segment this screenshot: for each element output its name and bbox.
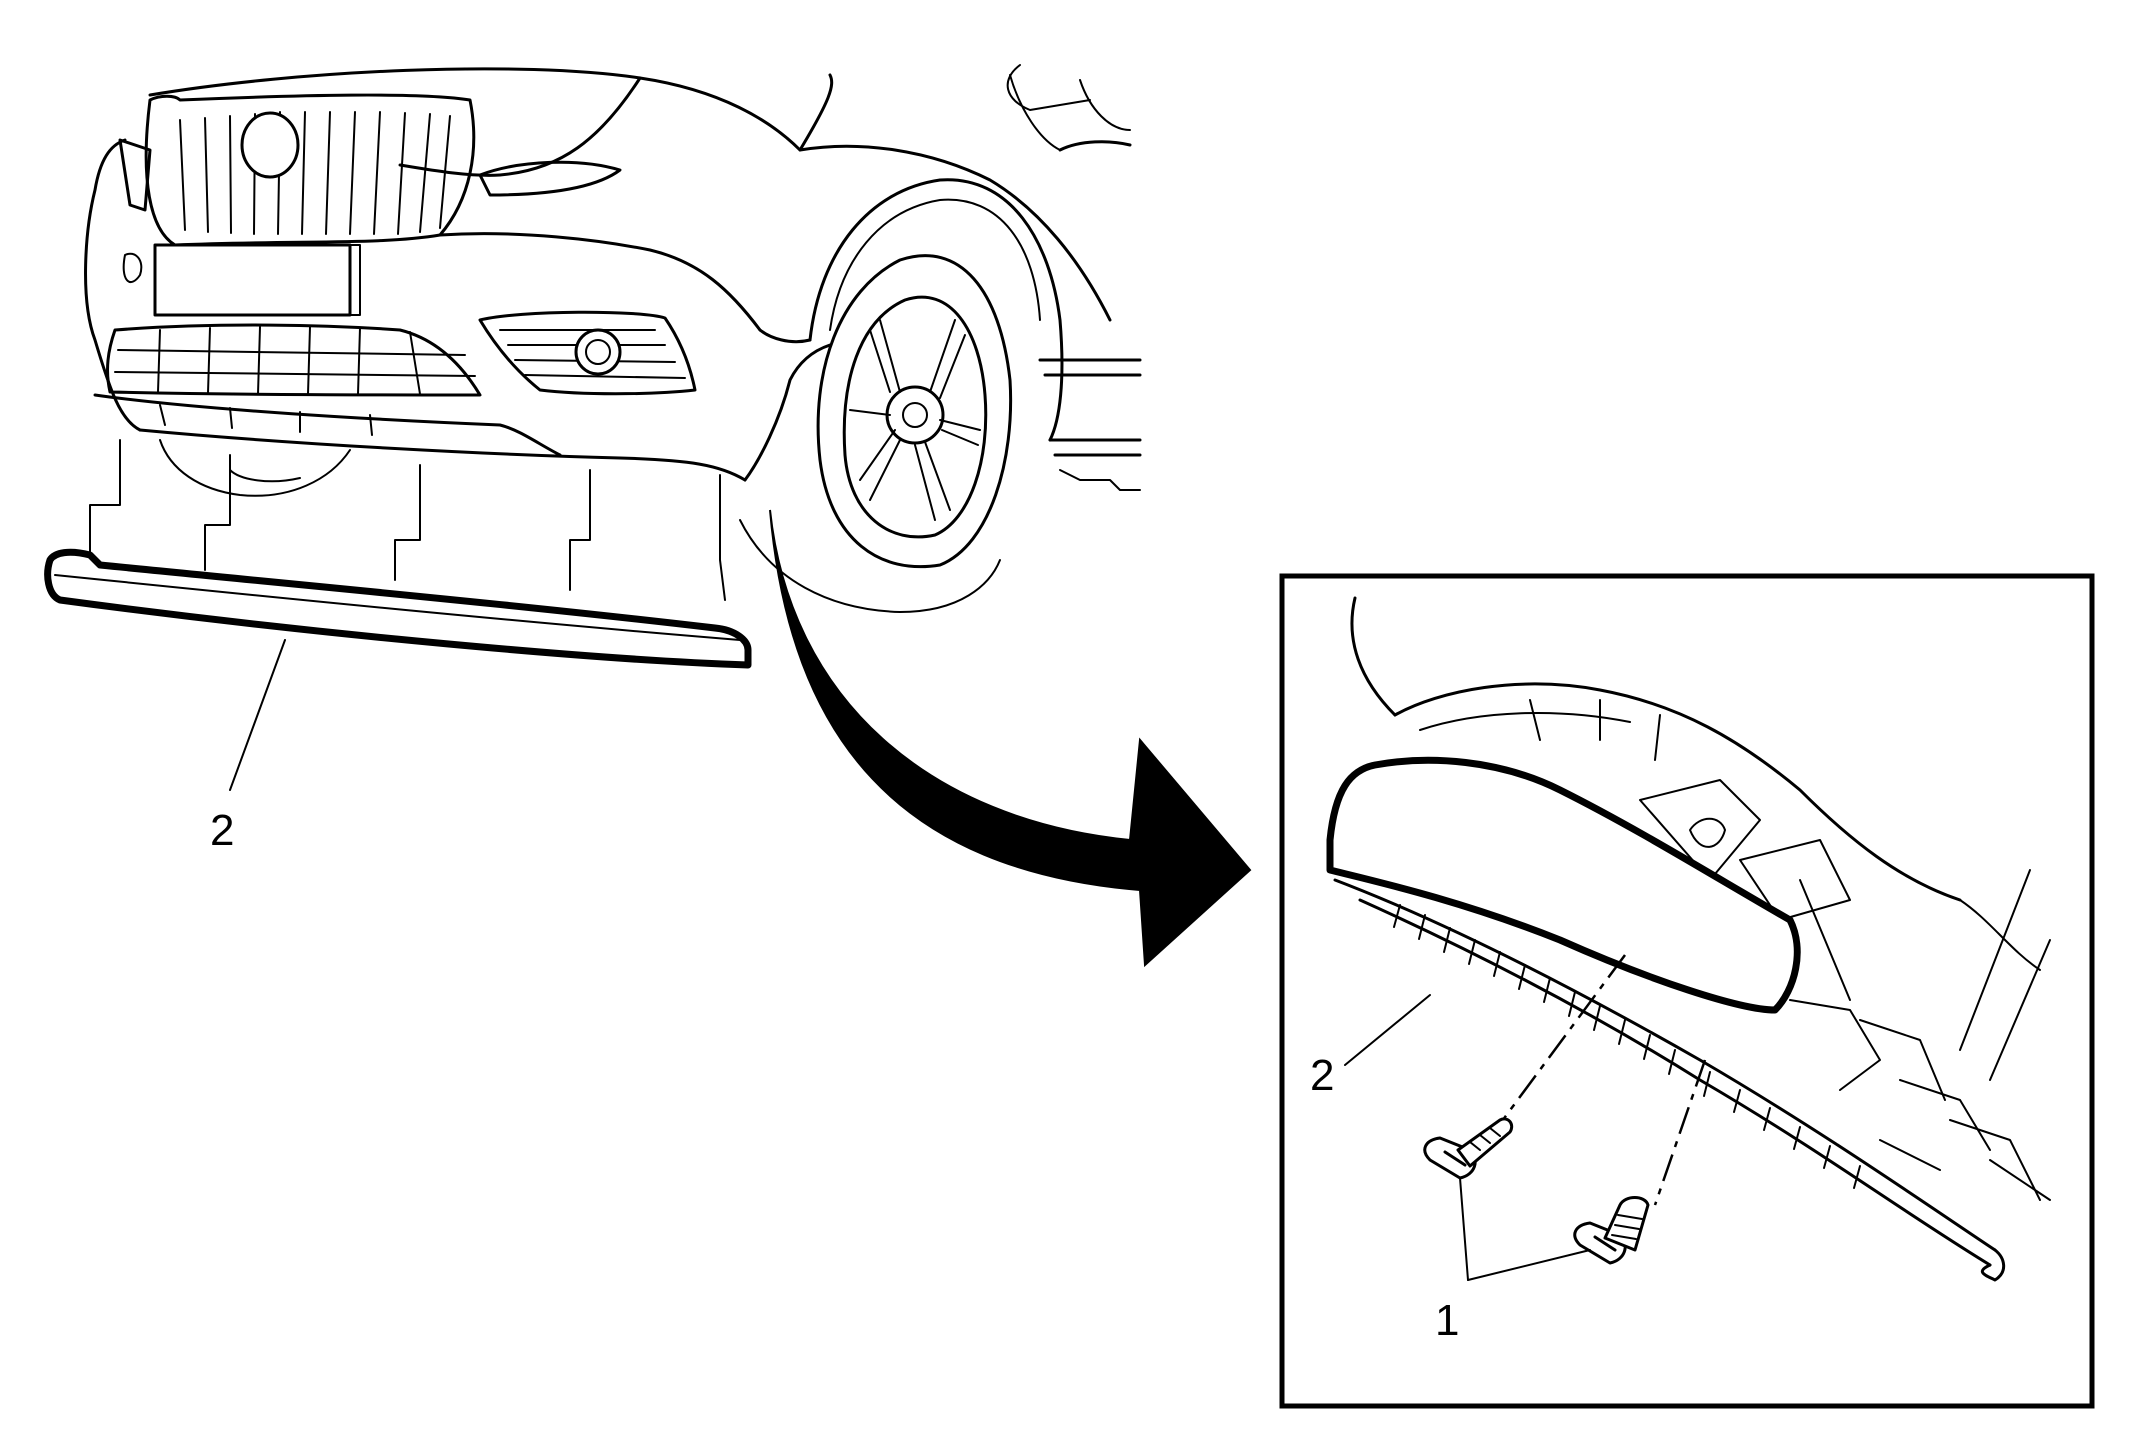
install-line-1	[1486, 954, 1627, 1141]
deflector-ribs	[1393, 904, 1861, 1189]
front-wheel	[816, 254, 1013, 569]
push-pin-fastener-1	[1423, 1117, 1514, 1180]
leader-line-2	[229, 639, 286, 791]
emblem	[240, 111, 300, 179]
callout-1: 1	[1435, 1296, 1459, 1345]
push-pin-fastener-2	[1573, 1196, 1650, 1265]
callout-2-detail: 2	[1310, 1051, 1334, 1100]
detail-arrow	[769, 509, 1252, 968]
leader-line-1a	[1459, 1177, 1469, 1281]
leader-line-1b	[1467, 1249, 1591, 1281]
install-line-2	[1653, 1059, 1707, 1206]
vehicle-front-view: 2	[44, 64, 1142, 855]
underbody-structure	[1789, 999, 2051, 1201]
leader-line-2-detail	[1344, 994, 1431, 1066]
under-panels	[89, 439, 726, 601]
upper-grille	[144, 93, 476, 247]
license-plate	[153, 243, 352, 317]
left-headlamp	[118, 138, 152, 212]
grille-slats	[179, 111, 451, 235]
right-headlamp	[478, 160, 622, 197]
lower-grille	[106, 323, 482, 397]
detail-inset: 1 2	[1279, 573, 2095, 1409]
air-deflector-detail	[1326, 756, 1801, 1014]
fog-lamp-housing	[478, 310, 697, 396]
callout-2-left: 2	[210, 806, 234, 855]
fog-lamp	[574, 328, 622, 376]
